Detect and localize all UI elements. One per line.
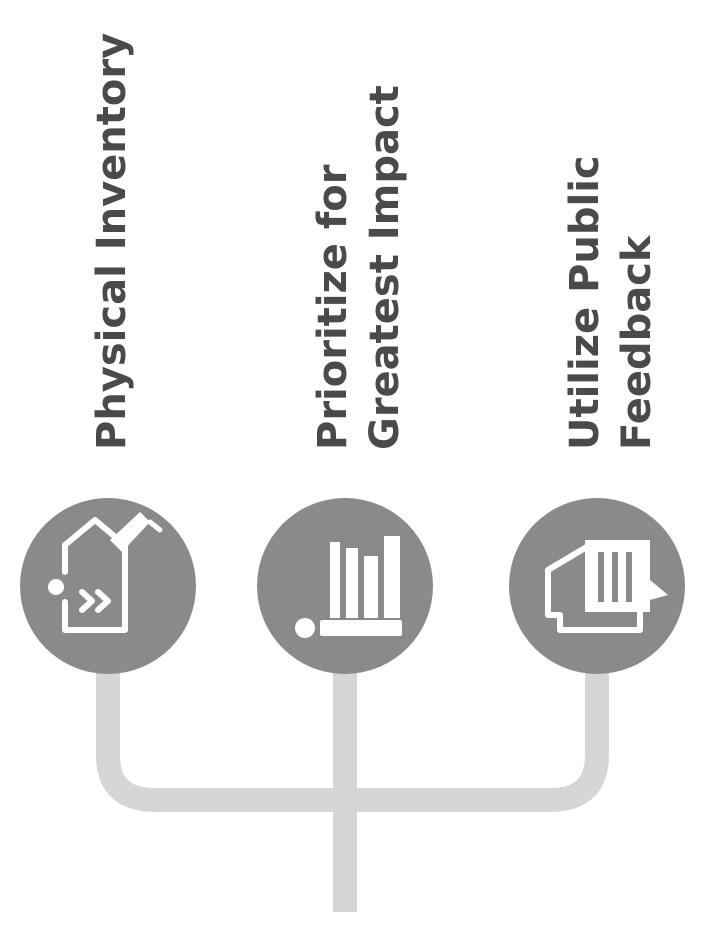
connector-right <box>345 640 609 812</box>
connector-left <box>96 640 345 812</box>
step-label-1: Physical Inventory <box>89 33 135 450</box>
connector-lines <box>96 640 609 912</box>
step-circle-1 <box>20 498 196 674</box>
feedback-chat-icon <box>545 540 668 633</box>
step-circle-2 <box>257 498 433 674</box>
step-label-2: Prioritize for Greatest Impact <box>310 85 408 450</box>
step-feedback: Utilize Public Feedback <box>509 141 685 674</box>
step-physical-inventory: Physical Inventory <box>20 33 196 674</box>
step-label-3: Utilize Public Feedback <box>562 141 660 450</box>
house-edit-icon <box>48 512 163 633</box>
prioritize-bars-icon <box>295 536 402 638</box>
step-prioritize: Prioritize for Greatest Impact <box>257 85 433 674</box>
